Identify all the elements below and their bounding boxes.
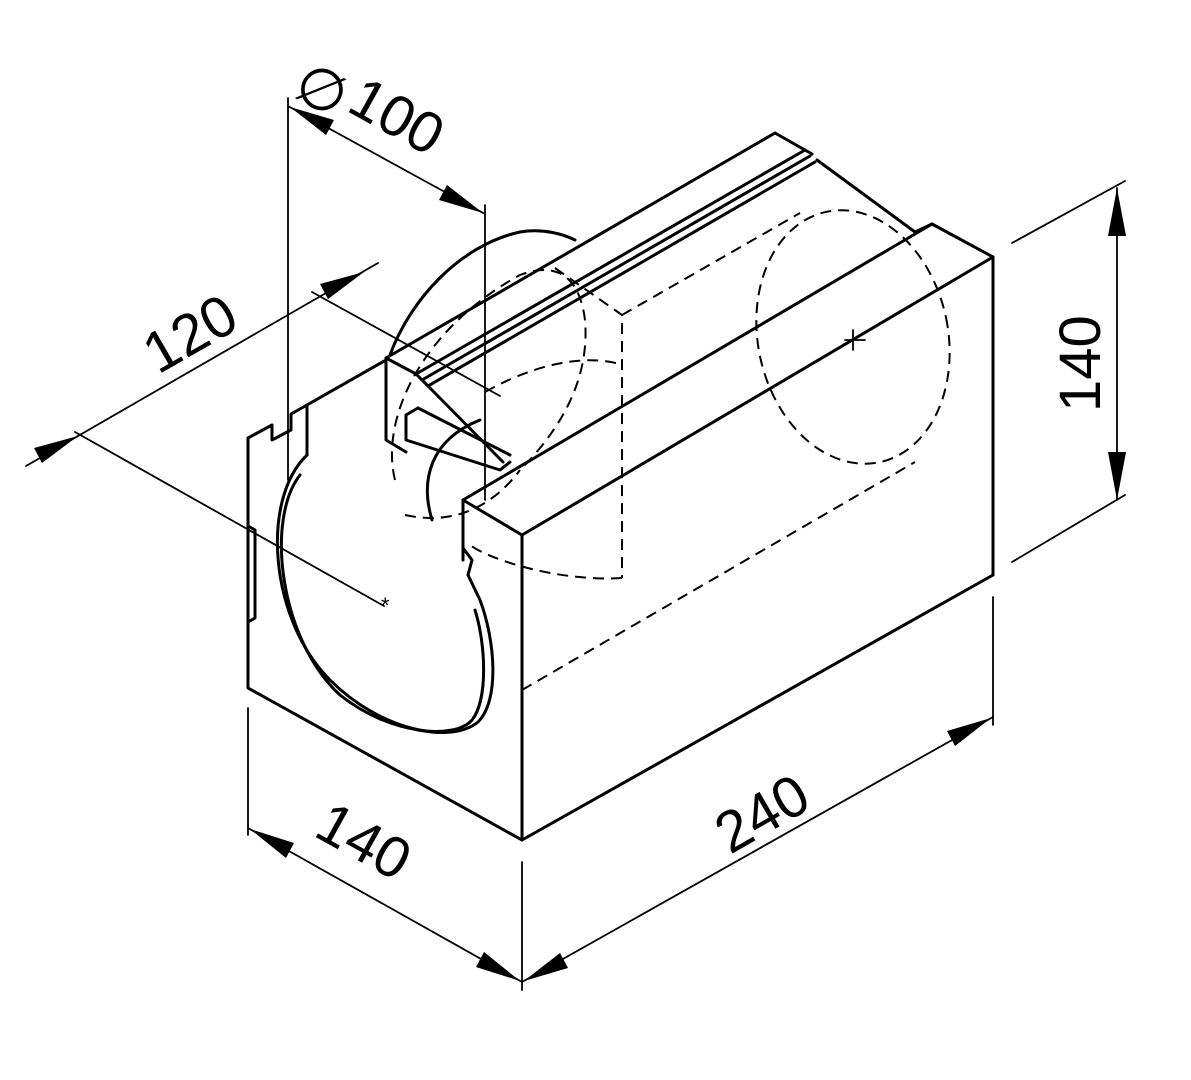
bore-inner-profile — [279, 473, 486, 733]
hidden-arc-bottom — [469, 544, 623, 580]
right-wall-step — [913, 222, 934, 234]
groove-line-3 — [426, 160, 817, 388]
hidden-bore-bottom — [521, 461, 916, 691]
extension-lines — [74, 97, 1126, 991]
block-outline — [246, 131, 995, 842]
dim-line-depth — [25, 262, 379, 467]
hidden-outlet-circle — [390, 269, 587, 481]
dimension-lines — [25, 105, 1126, 983]
arrow-length-start — [524, 953, 568, 981]
rib-end-edge — [773, 131, 814, 156]
hidden-rear-circle — [755, 209, 951, 465]
front-face-edges — [246, 436, 524, 842]
arrow-depth-end — [320, 272, 364, 299]
outlet-collar-arc — [388, 229, 577, 357]
left-wall-top-profile — [246, 403, 309, 457]
dim-line-width — [247, 827, 523, 983]
ext-height-top — [1011, 180, 1126, 244]
arrow-height-bottom — [1108, 452, 1126, 500]
arrow-depth-start — [34, 436, 78, 463]
ext-height-bottom — [1011, 494, 1126, 563]
height-value: 140 — [1048, 315, 1113, 412]
groove-front-end — [384, 356, 505, 464]
dim-line-length — [521, 716, 994, 983]
bottom-long-edge — [520, 573, 995, 842]
top-right-long-edge — [520, 255, 995, 537]
ext-depth-bottom — [74, 431, 385, 607]
length-value: 240 — [704, 762, 820, 867]
arrow-diameter-end — [439, 185, 483, 213]
inner-ledge — [404, 413, 512, 472]
diameter-value: 100 — [339, 65, 455, 169]
left-wall-notch — [246, 524, 257, 624]
rear-step-edge — [815, 158, 917, 234]
inner-collar-arc — [425, 418, 482, 522]
width-value: 140 — [306, 790, 422, 894]
left-wall-top-edge — [305, 358, 388, 407]
right-end-top-edge — [930, 222, 995, 259]
hidden-step — [554, 267, 623, 578]
hidden-lines — [390, 209, 951, 691]
rib-top-edge — [384, 131, 777, 360]
arrow-width-end — [476, 952, 520, 981]
groove-line-1 — [414, 148, 807, 376]
ext-depth-top — [311, 291, 501, 397]
channel-opening: * — [275, 229, 577, 734]
center-mark-front: * — [381, 593, 390, 618]
arrow-length-end — [947, 718, 991, 746]
hidden-bore-top — [621, 212, 801, 316]
rib-front-face — [384, 356, 408, 454]
arrow-diameter-start — [290, 107, 334, 135]
depth-value: 120 — [132, 282, 248, 387]
arrow-height-top — [1108, 188, 1126, 236]
hidden-arc-1 — [484, 359, 623, 393]
right-wall-inner-top — [461, 222, 934, 502]
groove-line-2 — [420, 154, 812, 382]
arrow-width-start — [250, 829, 294, 858]
ledge-back — [416, 406, 512, 457]
hidden-outlet-circle-bottom — [404, 469, 521, 519]
ledge-top — [404, 406, 420, 417]
